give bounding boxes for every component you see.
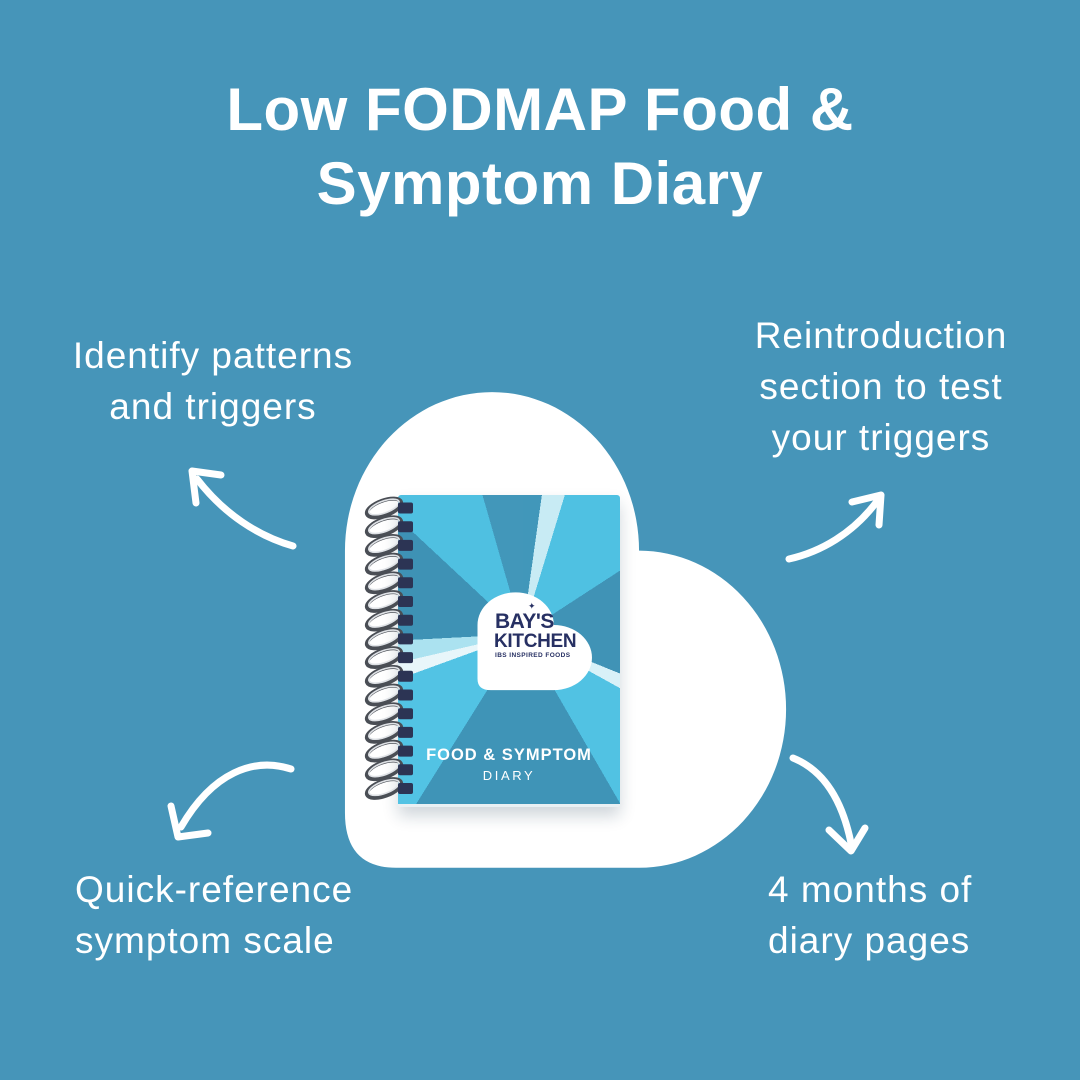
page-title: Low FODMAP Food & Symptom Diary — [0, 73, 1080, 221]
curved-arrow-bottom-right-icon — [789, 754, 869, 855]
feature-line: Identify patterns — [72, 335, 354, 376]
brand-heart-path — [477, 592, 592, 691]
curved-arrow-bottom-left-icon — [167, 761, 295, 841]
cover-subtitle: DIARY — [482, 768, 536, 783]
feature-line: section to test — [759, 366, 1003, 407]
brand-name-line1: BAY'S — [495, 610, 554, 633]
feature-symptom-scale: Quick-reference symptom scale — [75, 864, 353, 966]
feature-line: Quick-reference — [75, 869, 354, 910]
brand-tagline: IBS INSPIRED FOODS — [495, 652, 571, 659]
feature-line: 4 months of — [768, 869, 973, 910]
feature-line: your triggers — [771, 417, 991, 458]
curved-arrow-top-right-icon — [785, 491, 885, 563]
feature-line: symptom scale — [75, 920, 335, 961]
feature-identify-patterns: Identify patterns and triggers — [30, 330, 396, 432]
curved-arrow-top-left-icon — [188, 467, 297, 550]
title-line-1: Low FODMAP Food & — [226, 76, 854, 143]
feature-line: and triggers — [109, 386, 317, 427]
star-icon: ✦ — [528, 601, 536, 611]
brand-name-line2: KITCHEN — [494, 631, 577, 652]
feature-diary-pages: 4 months of diary pages — [768, 864, 972, 966]
brand-heart-logo — [477, 592, 592, 691]
title-line-2: Symptom Diary — [316, 150, 764, 217]
feature-reintroduction-section: Reintroduction section to test your trig… — [698, 310, 1064, 463]
feature-line: diary pages — [768, 920, 971, 961]
cover-text-block: FOOD & SYMPTOM DIARY — [398, 746, 620, 783]
feature-line: Reintroduction — [754, 315, 1008, 356]
cover-title: FOOD & SYMPTOM — [426, 746, 592, 764]
